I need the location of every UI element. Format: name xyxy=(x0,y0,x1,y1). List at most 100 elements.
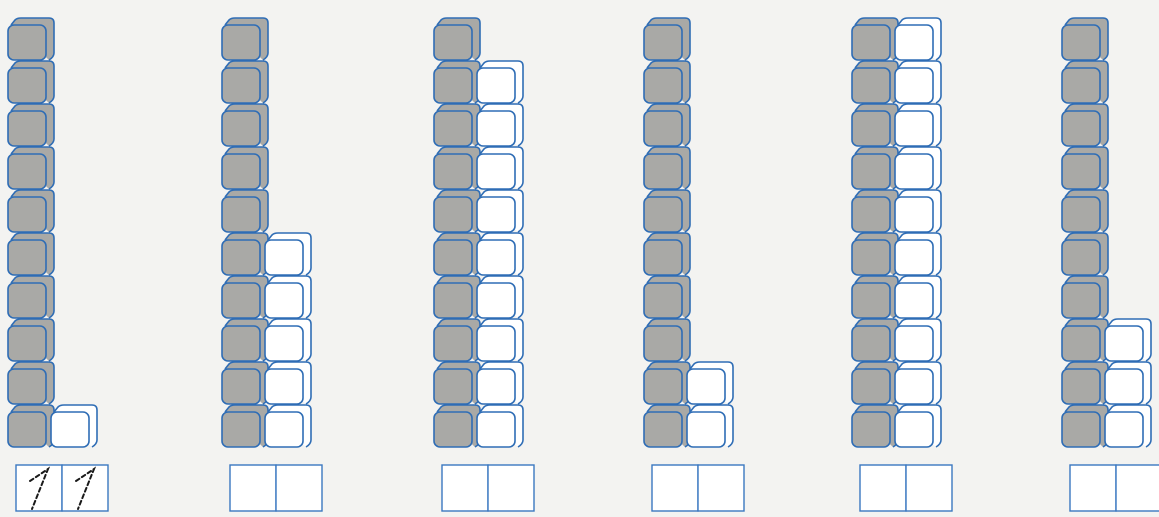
ten-rod-cube xyxy=(852,61,898,103)
cube-front-face xyxy=(434,68,472,103)
cube-front-face xyxy=(265,283,303,318)
ten-rod-cube xyxy=(1062,190,1108,232)
answer-box-ones xyxy=(488,465,534,511)
cube-front-face xyxy=(1062,326,1100,361)
answer-box-tens xyxy=(16,465,62,511)
answer-boxes xyxy=(16,465,108,511)
unit-cube xyxy=(477,276,523,318)
ten-rod-cube xyxy=(8,104,54,146)
unit-cube xyxy=(477,405,523,447)
cube-front-face xyxy=(477,283,515,318)
cube-front-face xyxy=(644,283,682,318)
ten-rod-cube xyxy=(8,18,54,60)
unit-cube xyxy=(477,147,523,189)
answer-box-ones xyxy=(276,465,322,511)
ten-rod-cube xyxy=(1062,18,1108,60)
cube-front-face xyxy=(8,369,46,404)
unit-cube xyxy=(1105,319,1151,361)
cube-front-face xyxy=(1105,412,1143,447)
unit-cube xyxy=(895,233,941,275)
cube-front-face xyxy=(8,68,46,103)
ten-rod-cube xyxy=(434,61,480,103)
ten-rod-cube xyxy=(644,190,690,232)
unit-cube xyxy=(265,233,311,275)
unit-cube xyxy=(895,147,941,189)
ten-rod-cube xyxy=(8,190,54,232)
cube-front-face xyxy=(222,412,260,447)
cube-front-face xyxy=(1105,326,1143,361)
cube-front-face xyxy=(222,154,260,189)
ten-rod-cube xyxy=(434,104,480,146)
cube-front-face xyxy=(222,111,260,146)
cube-front-face xyxy=(477,111,515,146)
cube-front-face xyxy=(434,283,472,318)
cube-front-face xyxy=(644,68,682,103)
ten-rod xyxy=(8,18,54,447)
cube-front-face xyxy=(434,240,472,275)
cube-front-face xyxy=(1062,197,1100,232)
cube-front-face xyxy=(8,283,46,318)
unit-cubes xyxy=(687,362,733,447)
cube-front-face xyxy=(477,197,515,232)
ten-rod-cube xyxy=(852,190,898,232)
cube-front-face xyxy=(852,412,890,447)
exercise-5 xyxy=(852,18,952,511)
answer-boxes xyxy=(860,465,952,511)
answer-box-tens xyxy=(1070,465,1116,511)
cube-front-face xyxy=(852,197,890,232)
cube-front-face xyxy=(8,326,46,361)
ten-rod xyxy=(1062,18,1108,447)
unit-cube xyxy=(687,362,733,404)
unit-cubes xyxy=(895,18,941,447)
cube-front-face xyxy=(434,326,472,361)
unit-cube xyxy=(1105,362,1151,404)
cube-front-face xyxy=(477,68,515,103)
ten-rod-cube xyxy=(434,147,480,189)
ten-rod-cube xyxy=(222,362,268,404)
unit-cube xyxy=(895,319,941,361)
answer-box-ones xyxy=(62,465,108,511)
unit-cube xyxy=(895,362,941,404)
ten-rod-cube xyxy=(8,147,54,189)
answer-box-tens xyxy=(860,465,906,511)
ten-rod-cube xyxy=(434,319,480,361)
cube-front-face xyxy=(222,283,260,318)
cube-front-face xyxy=(687,412,725,447)
ten-rod-cube xyxy=(1062,104,1108,146)
cube-front-face xyxy=(51,412,89,447)
ten-rod-cube xyxy=(644,233,690,275)
unit-cube xyxy=(265,405,311,447)
cube-front-face xyxy=(1062,25,1100,60)
answer-box-tens xyxy=(442,465,488,511)
cube-front-face xyxy=(644,412,682,447)
cube-front-face xyxy=(644,25,682,60)
cube-front-face xyxy=(1062,412,1100,447)
cube-front-face xyxy=(222,68,260,103)
answer-boxes xyxy=(1070,465,1159,511)
answer-boxes xyxy=(652,465,744,511)
ten-rod xyxy=(222,18,268,447)
ten-rod-cube xyxy=(852,104,898,146)
cube-front-face xyxy=(644,369,682,404)
cube-front-face xyxy=(222,240,260,275)
cube-front-face xyxy=(434,154,472,189)
cube-front-face xyxy=(852,283,890,318)
unit-cube xyxy=(477,190,523,232)
cube-front-face xyxy=(434,25,472,60)
cube-front-face xyxy=(477,154,515,189)
cube-front-face xyxy=(895,68,933,103)
exercise-3 xyxy=(434,18,534,511)
cube-front-face xyxy=(895,369,933,404)
cube-front-face xyxy=(895,111,933,146)
cube-front-face xyxy=(434,197,472,232)
ten-rod-cube xyxy=(222,18,268,60)
answer-box-tens xyxy=(652,465,698,511)
ten-rod-cube xyxy=(852,18,898,60)
cube-front-face xyxy=(265,369,303,404)
cube-front-face xyxy=(644,111,682,146)
cube-front-face xyxy=(852,68,890,103)
ten-rod-cube xyxy=(8,276,54,318)
ten-rod-cube xyxy=(434,233,480,275)
ten-rod-cube xyxy=(222,233,268,275)
